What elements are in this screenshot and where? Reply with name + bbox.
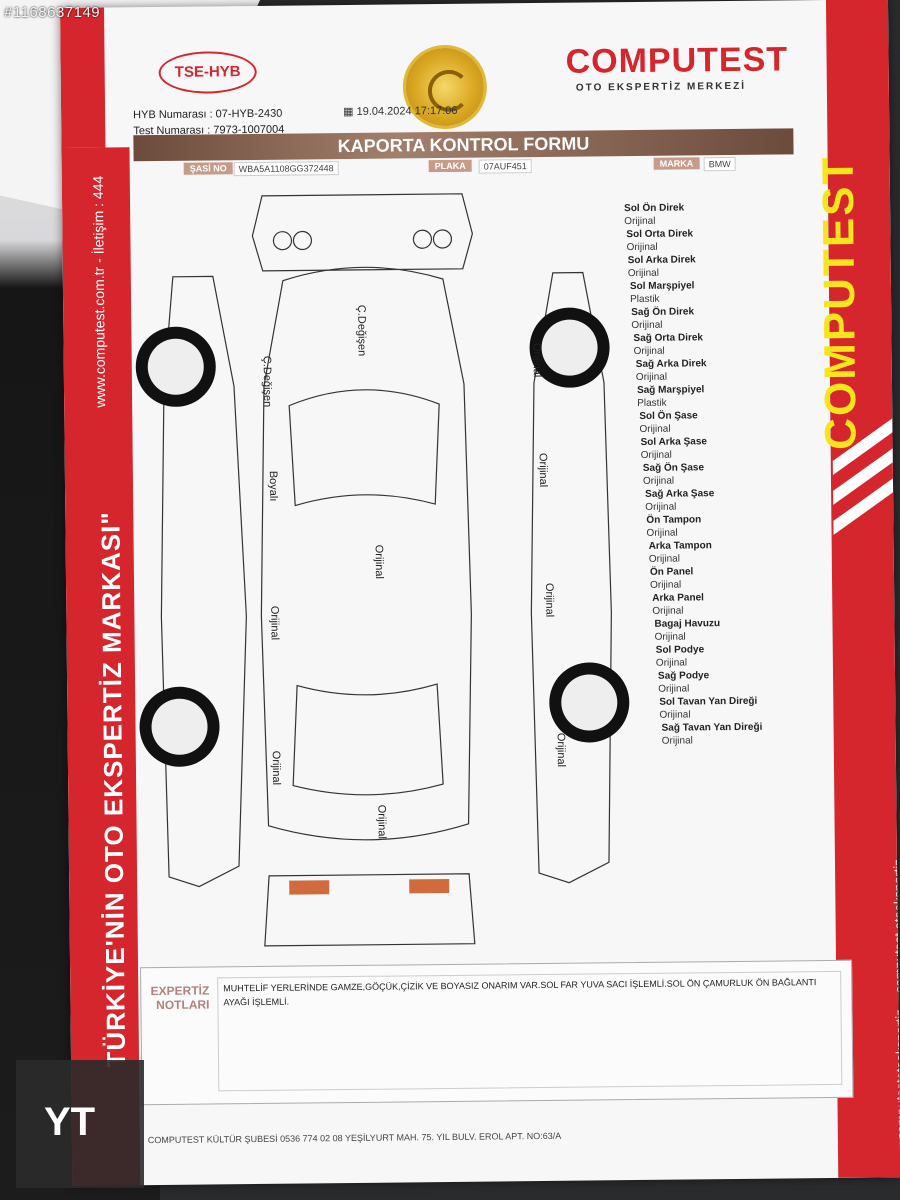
plate-value: 07AUF451 <box>478 159 532 174</box>
inspection-form: www.computest.com.tr - İletişim : 444 TÜ… <box>60 0 900 1186</box>
label-rear-right-fender: Orijinal <box>555 733 567 767</box>
notes-label-line1: EXPERTİZ <box>150 983 210 999</box>
headlight-left-2-icon <box>292 230 313 251</box>
notes-label: EXPERTİZ NOTLARI <box>149 983 210 1013</box>
label-trunk: Orijinal <box>375 805 387 839</box>
date-time: ▦ 19.04.2024 17:17:06 <box>343 104 458 118</box>
form-title: KAPORTA KONTROL FORMU <box>133 128 794 162</box>
label-front-right-fender: Orijinal <box>531 343 543 377</box>
headlight-right-icon <box>412 229 433 249</box>
left-side-outline <box>160 275 247 888</box>
car-body-diagram: Ç.Değişen Ç.Değişen Boyalı Orijinal Orij… <box>135 193 630 947</box>
footer-address: COMPUTEST KÜLTÜR ŞUBESİ 0536 774 02 08 Y… <box>147 1130 562 1146</box>
hyb-number: HYB Numarası : 07-HYB-2430 <box>133 107 283 122</box>
top-view-outline <box>260 266 472 841</box>
corner-logo-box <box>16 1060 144 1188</box>
label-rear-left-door: Orijinal <box>268 606 280 640</box>
headlight-left-icon <box>272 231 293 251</box>
slogan-text: TÜRKİYE'NİN OTO EKSPERTİZ MARKASI" <box>95 511 132 1068</box>
brand-label: MARKA <box>653 157 700 170</box>
corner-logo: YT <box>44 1100 96 1144</box>
headlight-right-2-icon <box>432 229 453 249</box>
front-view-outline <box>251 193 474 272</box>
rear-window <box>292 683 444 796</box>
instagram-handle: computest.otoekspertiz <box>890 859 900 994</box>
label-front-right-door: Orijinal <box>537 453 549 487</box>
expert-notes-box: EXPERTİZ NOTLARI MUHTELİF YERLERİNDE GAM… <box>140 959 854 1106</box>
tse-logo: TSE-HYB <box>158 50 257 94</box>
part-status: Orijinal <box>661 735 693 747</box>
rear-view-outline <box>264 873 476 947</box>
left-red-strip-top <box>60 7 106 148</box>
windshield <box>288 389 440 507</box>
label-rear-left-fender: Orijinal <box>270 751 282 785</box>
label-rear-right-door: Orijinal <box>543 583 555 617</box>
brand-logo: COMPUTEST <box>565 40 789 81</box>
chassis-label: ŞASİ NO <box>183 162 233 175</box>
vertical-brand-logo: COMPUTEST <box>813 155 866 451</box>
label-front-left-door: Boyalı <box>267 471 279 502</box>
time: 17:17:06 <box>414 104 458 118</box>
label-front-left-fender: Ç.Değişen <box>261 356 274 407</box>
taillight-right-icon <box>409 878 450 894</box>
chassis-value: WBA5A1108GG372448 <box>233 161 339 177</box>
brand-subtitle: OTO EKSPERTİZ MERKEZİ <box>575 80 747 94</box>
label-roof: Orijinal <box>373 545 385 579</box>
plate-label: PLAKA <box>428 159 472 173</box>
label-hood: Ç.Değişen <box>355 305 368 356</box>
website-text: www.computest.com.tr - İletişim : 444 <box>89 175 109 408</box>
date: 19.04.2024 <box>356 105 412 118</box>
image-id: #1168637149 <box>4 4 101 21</box>
taillight-left-icon <box>289 880 330 895</box>
instagram-handle-2: computestotoekspertiz <box>892 1009 900 1140</box>
brand-value: BMW <box>703 156 736 172</box>
notes-label-line2: NOTLARI <box>156 997 210 1013</box>
calendar-icon: ▦ <box>343 105 357 119</box>
